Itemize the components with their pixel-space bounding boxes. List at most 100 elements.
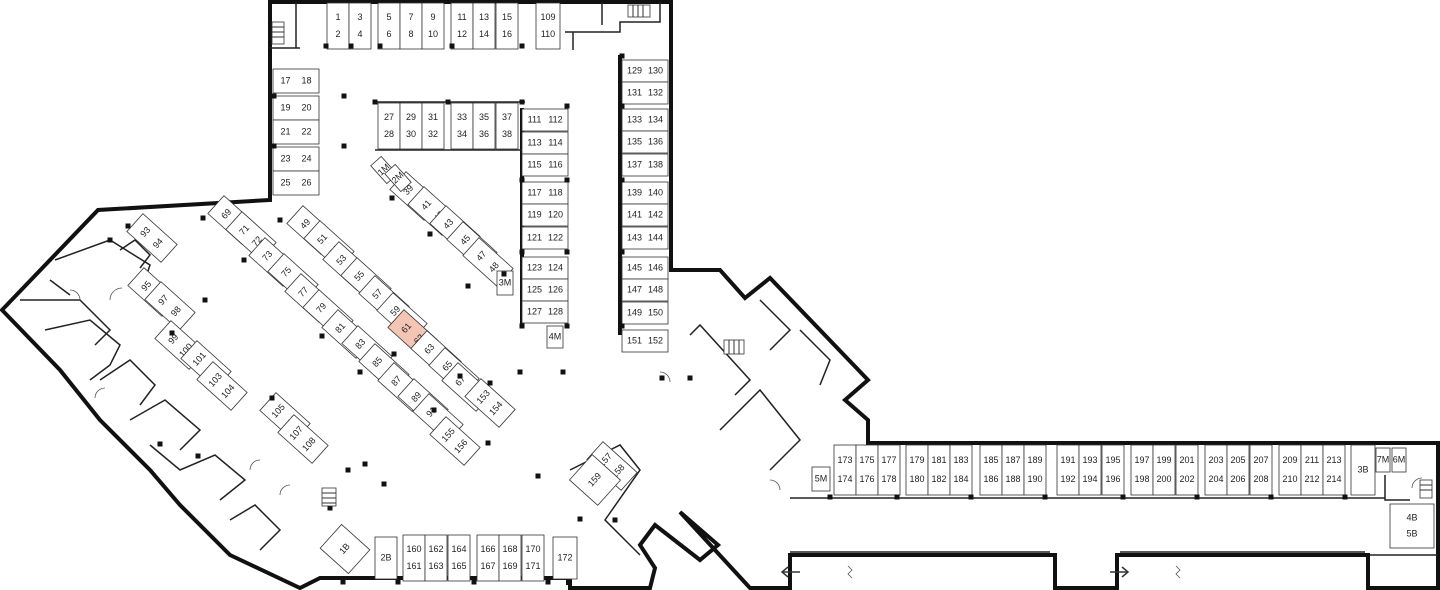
parking-space[interactable]: 1B (319, 523, 371, 575)
space-number-label: 34 (457, 129, 467, 139)
space-number-label: 28 (384, 129, 394, 139)
parking-space[interactable]: 3M (496, 270, 514, 296)
column-marker (345, 467, 351, 473)
parking-space[interactable]: 2B (374, 536, 398, 580)
space-number-label: 119 (527, 209, 541, 219)
parking-space[interactable]: 7M (1375, 447, 1391, 473)
parking-space-pair[interactable]: 34 (348, 2, 372, 50)
parking-space[interactable]: 172 (552, 536, 578, 580)
parking-space[interactable]: 4M (546, 325, 564, 349)
parking-space-pair[interactable]: 78 (399, 2, 423, 50)
space-outline (621, 130, 669, 154)
space-outline (521, 534, 545, 582)
parking-space[interactable]: 159 (568, 454, 622, 506)
parking-space-pair[interactable]: 56 (377, 2, 401, 50)
door-icon (279, 484, 291, 496)
space-outline (1322, 444, 1346, 496)
space-number-label: 61 (399, 321, 413, 335)
parking-space-pair[interactable]: 12 (326, 2, 350, 50)
column-marker (195, 453, 201, 459)
parking-space[interactable]: 2M (384, 163, 412, 193)
door-icon (659, 371, 671, 383)
parking-space[interactable]: 6M (1391, 447, 1407, 473)
parking-space[interactable]: 3B (1350, 444, 1376, 496)
space-number-label: 110 (541, 29, 555, 39)
space-number-label: 194 (1082, 474, 1097, 484)
parking-space-pair[interactable]: 910 (421, 2, 445, 50)
space-number-label: 65 (440, 359, 454, 373)
parking-space[interactable]: 5M (811, 466, 831, 492)
